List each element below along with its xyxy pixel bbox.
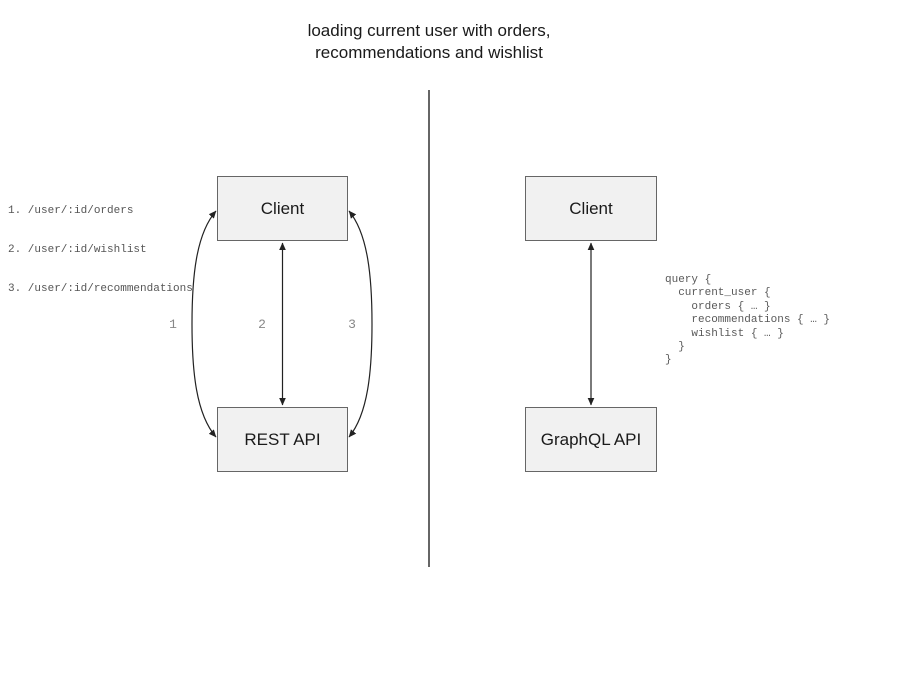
- endpoint-item: 1. /user/:id/orders: [8, 205, 134, 217]
- graphql-client-box: Client: [525, 176, 657, 241]
- graphql-client-label: Client: [569, 198, 613, 218]
- rest-arrow-3-curve: [348, 210, 373, 438]
- arrow-label-3: 3: [348, 317, 356, 332]
- arrow-label-1: 1: [169, 317, 177, 332]
- rest-arrow-1-curve: [191, 210, 217, 438]
- rest-client-label: Client: [260, 198, 305, 218]
- diagram-title: loading current user with orders, recomm…: [307, 21, 551, 62]
- graphql-query-code: query { current_user { orders { … } reco…: [665, 274, 831, 367]
- rest-client-box: Client: [217, 176, 348, 241]
- rest-api-label: REST API: [244, 429, 321, 449]
- endpoint-item: 3. /user/:id/recommendations: [8, 283, 193, 295]
- graphql-api-box: GraphQL API: [525, 407, 657, 472]
- rest-api-box: REST API: [217, 407, 348, 472]
- arrow-label-2: 2: [258, 317, 266, 332]
- endpoint-item: 2. /user/:id/wishlist: [8, 244, 147, 256]
- graphql-api-label: GraphQL API: [540, 429, 642, 449]
- panel-divider: [428, 90, 430, 567]
- rest-endpoints-list: 1. /user/:id/orders 2. /user/:id/wishlis…: [8, 179, 193, 322]
